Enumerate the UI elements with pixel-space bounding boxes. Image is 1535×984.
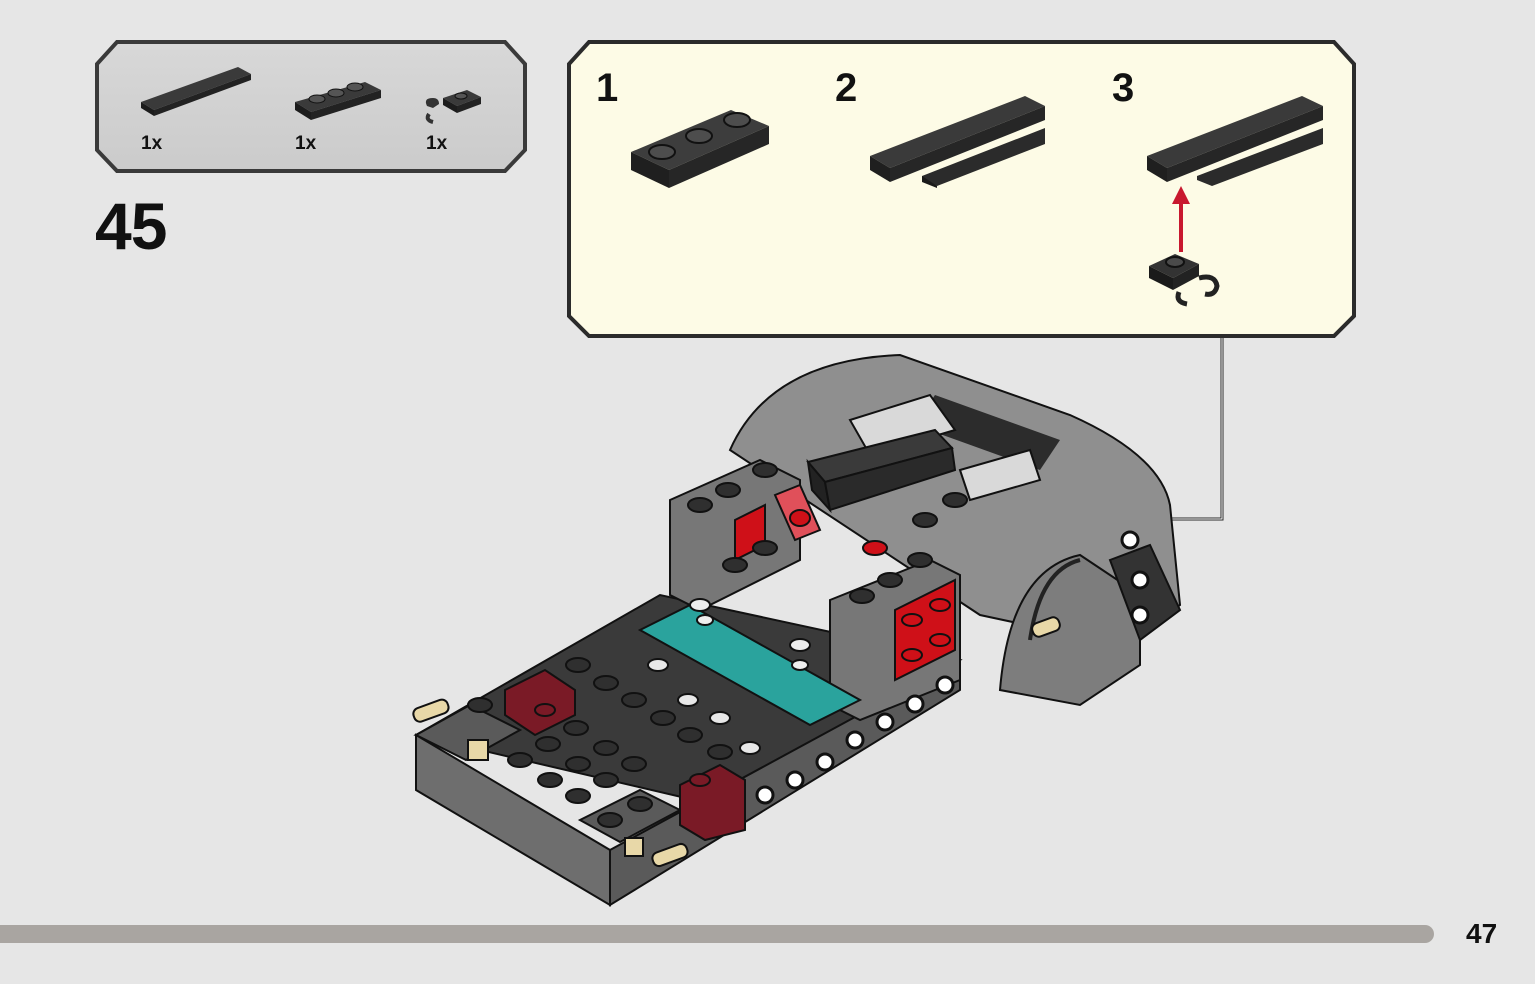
substep-callout: 1 2 3 xyxy=(567,40,1356,338)
tile-on-plate-black-icon xyxy=(870,96,1045,188)
red-studs xyxy=(789,509,951,662)
plate-1x3-black-icon xyxy=(295,82,381,120)
upper-studs xyxy=(687,462,968,604)
teal-plate xyxy=(637,603,863,727)
parts-list-frame xyxy=(95,40,527,173)
part-qty: 1x xyxy=(141,133,163,154)
chassis-studs xyxy=(467,657,733,828)
part-qty: 1x xyxy=(426,133,448,154)
step-number: 45 xyxy=(95,189,167,263)
substep-number: 2 xyxy=(835,66,858,110)
substep-callout-frame xyxy=(567,40,1356,338)
side-holes xyxy=(755,530,1150,805)
page-number: 47 xyxy=(1466,918,1498,949)
clip-attach-black-icon xyxy=(1147,96,1323,307)
plate-1x3-black-icon xyxy=(631,110,769,188)
windscreen-tile xyxy=(806,428,957,514)
light-studs xyxy=(647,658,761,755)
page-footer-bar xyxy=(0,925,1434,943)
plate-clip-black-icon xyxy=(425,90,481,124)
clips xyxy=(689,598,811,671)
tile-1x4-black-icon xyxy=(141,67,251,116)
axle-pins xyxy=(412,616,1061,868)
parts-list-panel: 1x 1x 1x xyxy=(95,40,527,173)
substep-number: 1 xyxy=(596,66,619,110)
front-axle-holes xyxy=(467,739,644,857)
part-qty: 1x xyxy=(295,133,317,154)
front-bumper xyxy=(413,703,683,844)
substep-number: 3 xyxy=(1112,66,1135,110)
